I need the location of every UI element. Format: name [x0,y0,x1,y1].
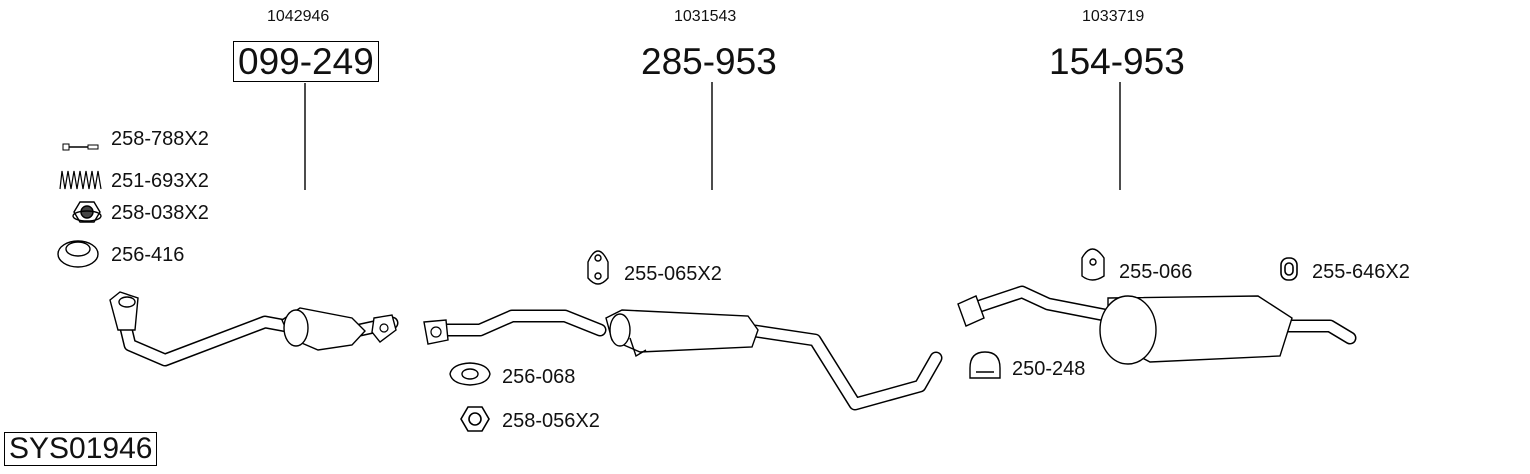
label-bolt[interactable]: 258-788X2 [111,128,209,150]
part-number-1[interactable]: 099-249 [233,41,379,82]
diagram-code: SYS01946 [4,432,158,466]
flange-gasket-icon [449,362,491,386]
label-hanger-rear[interactable]: 255-066 [1119,261,1193,283]
label-spring[interactable]: 251-693X2 [111,170,209,192]
bolt-icon [62,143,99,151]
hanger-rear-icon [1081,248,1105,281]
hex-nut-icon [460,406,490,432]
oe-number-2: 1031543 [674,8,737,25]
rubber-ring-icon [1280,257,1298,281]
spring-icon [59,170,102,190]
clamp-icon [969,351,1001,379]
oe-number-1: 1042946 [267,8,330,25]
ring-gasket-icon [57,240,99,268]
label-hanger-front[interactable]: 255-065X2 [624,263,722,285]
front-pipe-catalyst-icon [109,291,399,367]
label-flange-gasket[interactable]: 256-068 [502,366,576,388]
oe-number-3: 1033719 [1082,8,1145,25]
middle-silencer-icon [423,309,943,411]
hanger-front-icon [587,250,609,285]
part-number-3[interactable]: 154-953 [1049,41,1185,82]
flange-nut-icon [72,201,102,223]
rear-silencer-icon [957,285,1357,365]
label-hex-nut[interactable]: 258-056X2 [502,410,600,432]
part-number-2[interactable]: 285-953 [641,41,777,82]
label-clamp[interactable]: 250-248 [1012,358,1086,380]
label-nut-flange[interactable]: 258-038X2 [111,202,209,224]
label-rubber-ring[interactable]: 255-646X2 [1312,261,1410,283]
label-ring-gasket[interactable]: 256-416 [111,244,185,266]
